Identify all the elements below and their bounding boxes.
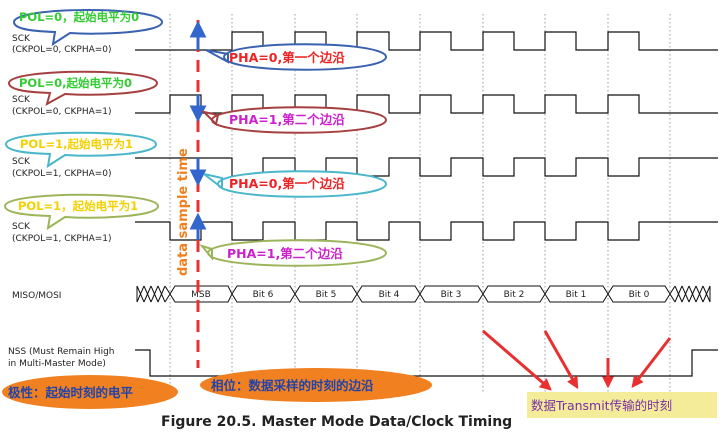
bit-label: Bit 3 bbox=[441, 290, 462, 300]
bit-label: Bit 5 bbox=[316, 290, 337, 300]
sck1-waveform bbox=[135, 31, 718, 51]
pol-callout-3: POL=1,起始电平为1 bbox=[4, 131, 158, 169]
miso-mosi-name: MISO/MOSI bbox=[12, 291, 61, 301]
sck1-name: SCK bbox=[12, 34, 31, 44]
pha-callout-4-text: PHA=1,第二个边沿 bbox=[227, 246, 343, 261]
nss-name-line2: in Multi-Master Mode) bbox=[8, 359, 106, 369]
bit-label: Bit 2 bbox=[504, 290, 525, 300]
transmit-arrows bbox=[482, 329, 672, 391]
pha-callout-1: PHA=0,第一个边沿 bbox=[205, 43, 388, 71]
pha-callout-2-text: PHA=1,第二个边沿 bbox=[229, 112, 345, 127]
sample-arrows bbox=[189, 20, 207, 240]
sck2-sub: (CKPOL=0, CKPHA=1) bbox=[12, 107, 112, 117]
polarity-label: 极性：起始时刻的电平 bbox=[2, 375, 178, 409]
pol-callout-2-text: POL=0,起始电平为0 bbox=[19, 76, 132, 90]
sck2-name: SCK bbox=[12, 95, 31, 105]
sck4-name: SCK bbox=[12, 222, 31, 232]
bit-label: Bit 0 bbox=[629, 290, 650, 300]
pol-callout-4-text: POL=1，起始电平为1 bbox=[18, 199, 138, 213]
pha-callout-4: PHA=1,第二个边沿 bbox=[199, 239, 388, 267]
pha-callout-1-text: PHA=0,第一个边沿 bbox=[229, 50, 345, 65]
pol-callout-4: POL=1，起始电平为1 bbox=[3, 193, 160, 231]
phase-label: 相位：数据采样的时刻的边沿 bbox=[200, 368, 432, 402]
sck3-sub: (CKPOL=1, CKPHA=0) bbox=[12, 169, 112, 179]
pol-callout-2: POL=0,起始电平为0 bbox=[7, 70, 159, 107]
bit-label: Bit 4 bbox=[379, 290, 400, 300]
figure-caption: Figure 20.5. Master Mode Data/Clock Timi… bbox=[161, 414, 512, 430]
sck4-waveform bbox=[135, 221, 718, 241]
pol-callout-3-text: POL=1,起始电平为1 bbox=[20, 137, 133, 151]
transmit-label-text: 数据Transmit传输的时刻 bbox=[531, 398, 672, 413]
polarity-label-text: 极性：起始时刻的电平 bbox=[8, 385, 134, 400]
bit-label: MSB bbox=[191, 290, 211, 300]
bit-label: Bit 6 bbox=[253, 290, 274, 300]
pha-callout-3-text: PHA=0,第一个边沿 bbox=[229, 176, 345, 191]
sck3-name: SCK bbox=[12, 157, 31, 167]
sck2-waveform bbox=[135, 94, 718, 114]
bit-label: Bit 1 bbox=[566, 290, 587, 300]
sck3-waveform bbox=[135, 157, 718, 177]
data-sample-time-label: data sample time bbox=[176, 148, 191, 276]
sck1-sub: (CKPOL=0, CKPHA=0) bbox=[12, 45, 112, 55]
miso-mosi-bus bbox=[136, 285, 711, 303]
transmit-label: 数据Transmit传输的时刻 bbox=[527, 392, 717, 418]
nss-waveform bbox=[135, 349, 718, 377]
pha-callout-3: PHA=0,第一个边沿 bbox=[203, 170, 388, 198]
guide-lines bbox=[169, 14, 671, 392]
pha-callout-2: PHA=1,第二个边沿 bbox=[200, 106, 388, 134]
phase-label-text: 相位：数据采样的时刻的边沿 bbox=[211, 378, 374, 393]
sck4-sub: (CKPOL=1, CKPHA=1) bbox=[12, 234, 112, 244]
nss-name-line1: NSS (Must Remain High bbox=[8, 347, 115, 357]
pol-callout-1-text: POL=0，起始电平为0 bbox=[19, 10, 139, 24]
pol-callout-1: POL=0，起始电平为0 bbox=[12, 9, 164, 47]
